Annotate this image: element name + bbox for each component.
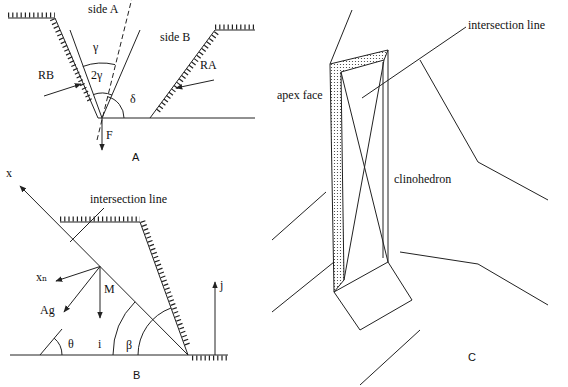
axis-label: j [220, 278, 223, 292]
angle-arc [107, 97, 124, 118]
groove-wall [150, 30, 215, 118]
surface-line [215, 30, 255, 31]
force-label: RB [38, 68, 54, 82]
vector-label: xₙ [36, 270, 47, 284]
angle-arc [138, 308, 171, 355]
side-label: side B [160, 30, 190, 44]
force-arrow [176, 80, 214, 88]
leader-label: intersection line [90, 192, 167, 206]
surface-edge [400, 252, 548, 305]
leader-label: intersection line [468, 18, 545, 32]
angle-arc [93, 93, 112, 95]
panel-letter: A [132, 150, 139, 164]
angle-arc [54, 338, 62, 355]
slope-wall [140, 222, 188, 355]
hatching [215, 25, 255, 30]
force-label: RA [200, 58, 217, 72]
angle-arc [113, 302, 135, 355]
vector-arrow [56, 267, 100, 282]
angle-label: 2γ [91, 68, 102, 82]
angle-leg [40, 329, 62, 355]
prism-edge [383, 62, 384, 258]
prism-edge [334, 262, 388, 292]
force-arrow [44, 84, 81, 96]
surface-line [60, 222, 140, 223]
surface-line [8, 18, 55, 19]
vector-label: Ag [40, 303, 55, 317]
angle-label: θ [68, 337, 74, 351]
hatching [143, 221, 188, 346]
surface-edge [272, 262, 334, 312]
prism-edge [344, 60, 384, 280]
vector-arrow [100, 267, 101, 319]
panel-letter: C [468, 350, 476, 364]
axis-label: x⃗ [6, 166, 21, 180]
surface-edge [360, 330, 420, 385]
angle-label: i [98, 337, 101, 351]
hatching [8, 13, 55, 18]
leader-line [70, 208, 104, 242]
angle-label: δ [130, 92, 136, 106]
force-label: F [106, 128, 113, 142]
surface-edge [330, 10, 352, 64]
hatching [52, 19, 90, 101]
prism-edge [334, 292, 412, 330]
side-label: side A [88, 2, 118, 16]
axis-arrow [20, 186, 188, 355]
indenter-edge [70, 30, 102, 118]
force-arrow [102, 118, 103, 150]
angle-label: β [126, 338, 132, 352]
leader-line [362, 27, 466, 98]
angle-arc [83, 63, 115, 66]
hatching [192, 356, 228, 361]
surface-edge [272, 192, 326, 240]
prism-edge [388, 262, 412, 300]
prism-edge [388, 50, 389, 262]
face-label: apex face [277, 88, 323, 102]
hatching [60, 217, 140, 222]
axis-arrow [215, 282, 216, 355]
face-label: clinohedron [394, 172, 451, 186]
vector-arrow [64, 267, 100, 313]
panel-letter: B [133, 368, 140, 382]
base-line [10, 355, 228, 356]
bottom-line [98, 118, 255, 119]
vector-label: M [104, 282, 115, 296]
angle-label: γ [93, 40, 98, 54]
